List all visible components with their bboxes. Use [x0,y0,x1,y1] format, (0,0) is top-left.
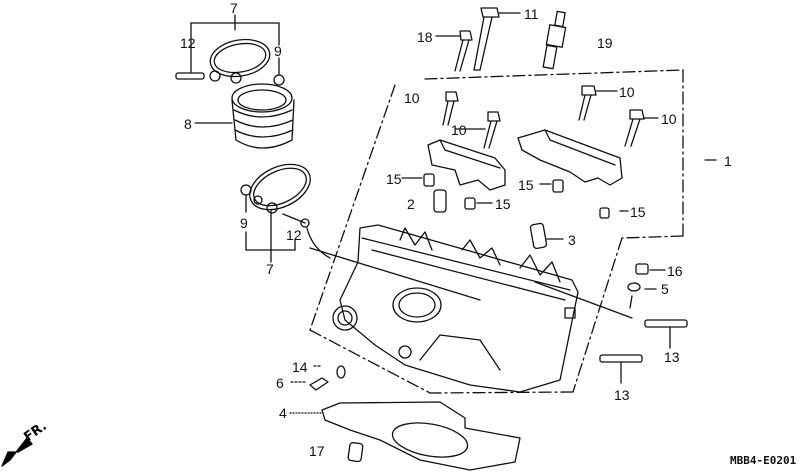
callout-17[interactable]: 17 [309,443,325,459]
cylinder-head-icon [309,224,633,393]
rocker-arm-holder-left-icon [427,139,506,191]
spark-plug-icon [542,10,567,70]
callout-9-lower[interactable]: 9 [240,215,248,231]
callout-19[interactable]: 19 [597,35,613,51]
callout-10-b[interactable]: 10 [451,122,467,138]
callout-1[interactable]: 1 [724,153,732,169]
callout-13-lower[interactable]: 13 [614,387,630,403]
callout-12-upper[interactable]: 12 [180,35,196,51]
callout-4[interactable]: 4 [279,405,287,421]
callout-9-upper[interactable]: 9 [274,43,282,59]
callout-10-c[interactable]: 10 [619,84,635,100]
callout-10-a[interactable]: 10 [404,90,420,106]
callout-11[interactable]: 11 [524,6,539,22]
front-direction-arrow-icon [1,437,33,467]
callout-7-upper[interactable]: 7 [230,0,238,16]
stud-bolt-icons [599,319,688,384]
bolt-10-icons [442,85,659,149]
collar-and-washer-icons [627,263,666,309]
clamp-lower-icon [240,163,331,263]
assembly-bracket [309,69,717,394]
callout-7-lower[interactable]: 7 [266,261,274,277]
callout-6[interactable]: 6 [276,375,284,391]
head-gasket-icon [289,401,521,471]
callout-5[interactable]: 5 [661,281,669,297]
callout-10-d[interactable]: 10 [661,111,677,127]
callout-15-a[interactable]: 15 [386,171,402,187]
dowel-pin-icons [401,173,629,250]
callout-15-c[interactable]: 15 [495,196,511,212]
callout-16[interactable]: 16 [667,263,683,279]
callout-15-d[interactable]: 15 [630,204,646,220]
diagram-code: MBB4-E0201 [730,454,797,467]
dowel-17-icon [347,441,364,463]
callout-18[interactable]: 18 [417,29,433,45]
callout-2[interactable]: 2 [407,196,415,212]
callout-14[interactable]: 14 [292,359,308,375]
callout-8[interactable]: 8 [184,116,192,132]
bolt-11-icon [473,7,521,71]
rocker-arm-holder-right-icon [517,129,623,186]
bolt-18-icon [435,30,473,72]
sensor-and-washer-icons [290,365,346,391]
callout-15-b[interactable]: 15 [518,177,534,193]
callout-13-upper[interactable]: 13 [664,349,680,365]
callout-12-lower[interactable]: 12 [286,227,302,243]
insulator-icon [194,83,295,149]
clamp-upper-icon [175,14,285,86]
callout-3[interactable]: 3 [568,232,576,248]
